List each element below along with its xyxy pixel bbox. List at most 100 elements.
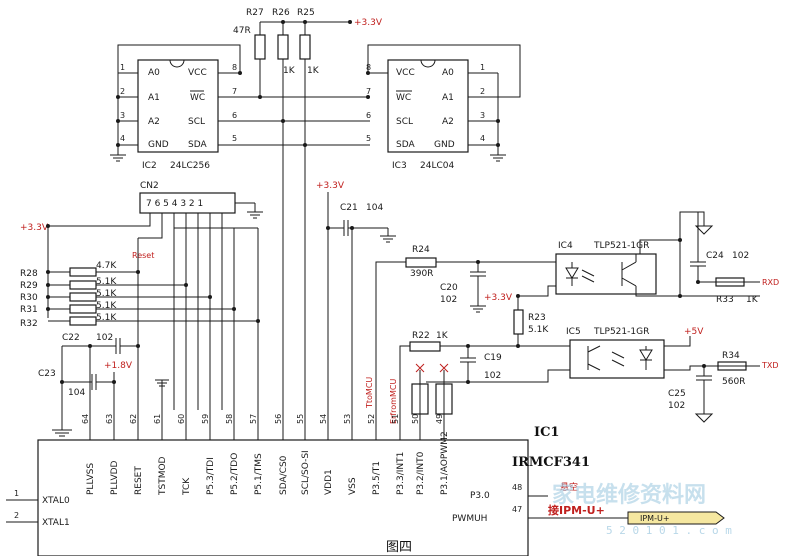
pll-decoupling: C22 102 C23 104 +1.8V <box>38 333 140 440</box>
ic1-pin-label: VDD1 <box>324 469 334 495</box>
svg-text:R24: R24 <box>412 245 430 255</box>
ic1-pin-xtal0: XTAL0 <box>42 496 70 506</box>
ic2-part: 24LC256 <box>170 161 210 171</box>
ic2-pin-gnd: GND <box>148 140 169 150</box>
svg-text:R31: R31 <box>20 305 38 315</box>
net-txd: TXD <box>761 361 779 370</box>
svg-text:WC: WC <box>396 93 411 103</box>
rail-5v: +5V <box>684 327 704 337</box>
svg-text:A1: A1 <box>442 93 454 103</box>
svg-text:R30: R30 <box>20 293 38 303</box>
ic1-pin-label: P3.2/INT0 <box>416 451 426 495</box>
svg-text:C23: C23 <box>38 369 56 379</box>
svg-text:1: 1 <box>480 63 485 72</box>
ic1-pin-label: P3.3/INT1 <box>396 452 406 495</box>
ic2-eeprom: A0 A1 A2 GND VCC WC SCL SDA 1 2 3 4 8 7 … <box>120 59 237 171</box>
ic1-pin-number: 52 <box>367 414 376 424</box>
svg-text:TLP521-1GR: TLP521-1GR <box>593 327 649 337</box>
svg-text:R32: R32 <box>20 319 38 329</box>
svg-text:5.1K: 5.1K <box>96 301 117 311</box>
ic1-top-pins: PLLVSS64PLLVDD63RESET62TSTMOD61TCK60P5.3… <box>81 414 450 496</box>
ic1-ref: IC1 <box>534 425 559 440</box>
svg-text:VCC: VCC <box>396 68 415 78</box>
ic2-pin-scl: SCL <box>188 117 205 127</box>
ic1-pin-label: P5.2/TDO <box>230 453 240 495</box>
rail-3v3-opto: +3.3V <box>484 293 513 303</box>
svg-text:C19: C19 <box>484 353 502 363</box>
cn2-pin-numbers: 7 6 5 4 3 2 1 <box>146 199 203 209</box>
svg-text:48: 48 <box>512 483 522 492</box>
ic1-pin-number: 51 <box>391 414 400 424</box>
svg-text:GND: GND <box>434 140 455 150</box>
rx-opto-section: R24 390R C20 102 +3.3V R23 5.1K IC4 TLP5… <box>375 211 779 440</box>
svg-text:IC4: IC4 <box>558 241 573 251</box>
ic1-pin-label: RESET <box>134 466 144 495</box>
svg-text:8: 8 <box>366 63 371 72</box>
ic1-pin-label: P5.1/TMS <box>254 453 264 495</box>
svg-text:IC5: IC5 <box>566 327 581 337</box>
svg-text:R28: R28 <box>20 269 38 279</box>
ic1-pin-number: 59 <box>201 414 210 424</box>
svg-text:SCL: SCL <box>396 117 413 127</box>
ic1-pin-number: 58 <box>225 414 234 424</box>
svg-text:3: 3 <box>120 111 125 120</box>
resistor-network: +3.3V Reset R28 R29 R30 R31 R32 4.7K 5.1… <box>20 213 260 440</box>
svg-text:560R: 560R <box>722 377 745 387</box>
svg-text:A0: A0 <box>442 68 454 78</box>
net-frommcu: ErfromMCU <box>389 379 398 424</box>
svg-text:4: 4 <box>120 134 125 143</box>
ic2-pin-sda: SDA <box>188 140 207 150</box>
svg-text:5.1K: 5.1K <box>96 289 117 299</box>
svg-text:4: 4 <box>480 134 485 143</box>
svg-text:390R: 390R <box>410 269 433 279</box>
svg-text:A2: A2 <box>442 117 454 127</box>
svg-text:IC3: IC3 <box>392 161 407 171</box>
ic1-pin-number: 57 <box>249 414 258 424</box>
ic1-pin-label: P5.3/TDI <box>206 457 216 495</box>
ic1-pin-xtal1: XTAL1 <box>42 518 70 528</box>
ic1-pin-number: 53 <box>343 414 352 424</box>
tx-opto-section: R22 1K C19 102 IC5 TLP521-1GR +5V R34 56… <box>399 327 779 440</box>
ic1-pin-number: 61 <box>153 414 162 424</box>
svg-text:TLP521-1GR: TLP521-1GR <box>593 241 649 251</box>
svg-text:5.1K: 5.1K <box>528 325 549 335</box>
svg-text:C22: C22 <box>62 333 80 343</box>
svg-text:C24: C24 <box>706 251 724 261</box>
ic1-pin-label: PLLVSS <box>86 463 96 495</box>
svg-text:8: 8 <box>232 63 237 72</box>
rail-1v8: +1.8V <box>104 361 133 371</box>
ic1-pin-label: SCL/SO-SI <box>301 450 311 495</box>
ic1-pin-number: 54 <box>319 414 328 424</box>
svg-text:2: 2 <box>480 87 485 96</box>
ic1-pin-number: 55 <box>296 414 305 424</box>
rail-3v3-top: +3.3V <box>354 18 383 28</box>
tstmod-ground <box>155 379 169 440</box>
ic1-pin-label: VSS <box>348 477 358 495</box>
ic1-pin-label: P3.1/AOPWM2 <box>440 431 450 495</box>
note-ipm: 接IPM-U+ <box>548 503 605 517</box>
ic1-pin-number: 60 <box>177 414 186 424</box>
svg-text:4.7K: 4.7K <box>96 261 117 271</box>
svg-text:102: 102 <box>732 251 749 261</box>
ic3-wiring <box>366 44 521 162</box>
svg-text:R27: R27 <box>246 8 264 18</box>
ic1-pin-number: 49 <box>435 414 444 424</box>
ic1-pin-pwmuh: PWMUH <box>452 514 487 524</box>
svg-text:102: 102 <box>440 295 457 305</box>
ic2-pin-a2: A2 <box>148 117 160 127</box>
rail-3v3-left: +3.3V <box>20 223 49 233</box>
net-tomcu: TtoMCU <box>365 377 374 409</box>
svg-text:1: 1 <box>120 63 125 72</box>
svg-text:R26: R26 <box>272 8 290 18</box>
ic1-pin-number: 64 <box>81 414 90 424</box>
svg-text:102: 102 <box>96 333 113 343</box>
svg-text:5: 5 <box>232 134 237 143</box>
ic1-pin-label: TCK <box>182 477 192 496</box>
pullup-resistors: R27 R26 R25 47R 1K 1K +3.3V <box>233 8 383 440</box>
ic2-pin-a1: A1 <box>148 93 160 103</box>
svg-text:102: 102 <box>484 371 501 381</box>
ic1-mcu: IC1 IRMCF341 1 2 XTAL0 XTAL1 48 47 P3.0 … <box>6 425 725 556</box>
ic2-pin-wc: WC <box>190 93 205 103</box>
svg-text:1K: 1K <box>283 66 296 76</box>
